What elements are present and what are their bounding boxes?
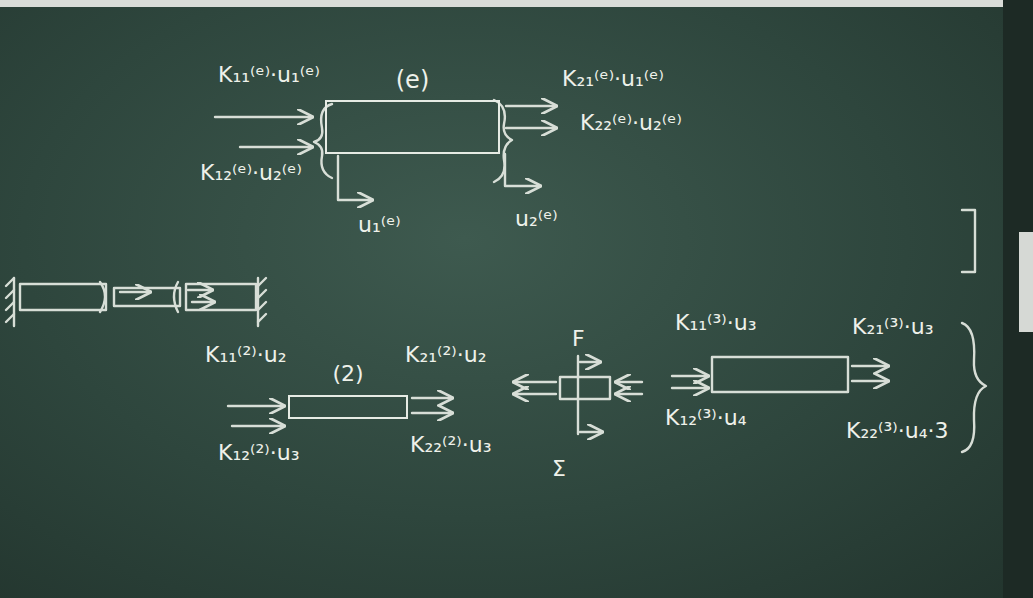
force-arrow: [228, 405, 284, 407]
force-term: K₂₂⁽³⁾·u₄·3: [846, 418, 948, 443]
bar-system-sketch: [258, 278, 266, 322]
force-arrow: [672, 387, 708, 389]
force-arrow: [616, 393, 642, 395]
bar-system-sketch: [6, 278, 266, 326]
force-term: K₂₁⁽³⁾·u₃: [852, 314, 933, 339]
force-arrow: [240, 146, 312, 148]
force-term: K₂₁⁽²⁾·u₂: [405, 342, 486, 367]
element-label: (2): [332, 361, 363, 386]
force-term: F: [572, 326, 585, 351]
element-bar: (e): [325, 100, 500, 154]
force-term: u₂⁽ᵉ⁾: [515, 206, 558, 231]
bar-system-sketch: [100, 282, 105, 312]
force-arrow: [506, 105, 556, 107]
bar-system-sketch: [20, 284, 106, 310]
node-line: [577, 356, 579, 434]
bar-system-sketch: [114, 288, 180, 306]
element-label: (e): [396, 66, 430, 94]
element-bar: [560, 377, 610, 399]
force-term: K₂₂⁽²⁾·u₃: [410, 432, 491, 457]
board-clip: [1019, 232, 1033, 332]
element-brace: [314, 100, 986, 452]
force-arrow: [232, 425, 284, 427]
bar-system-sketch: [174, 282, 178, 312]
force-arrow: [514, 381, 556, 383]
force-arrow: [672, 375, 708, 377]
bar-system-sketch: [120, 291, 150, 293]
force-arrow: [616, 381, 642, 383]
force-arrow: [514, 393, 556, 395]
force-term: K₁₂⁽²⁾·u₃: [218, 440, 299, 465]
force-term: Σ: [552, 456, 566, 481]
bracket: [962, 210, 975, 272]
bar-system-sketch: [192, 301, 214, 303]
displacement-leader: [338, 154, 540, 200]
bar-system-sketch: [188, 289, 212, 291]
force-arrow: [852, 380, 888, 382]
force-arrow: [412, 412, 452, 414]
force-arrow: [580, 431, 602, 433]
force-term: K₁₁⁽³⁾·u₃: [675, 310, 756, 335]
force-term: u₁⁽ᵉ⁾: [358, 212, 401, 237]
force-term: K₂₂⁽ᵉ⁾·u₂⁽ᵉ⁾: [580, 110, 682, 135]
force-term: K₁₂⁽ᵉ⁾·u₂⁽ᵉ⁾: [200, 160, 302, 185]
element-bar: [712, 357, 848, 392]
force-arrow: [215, 106, 888, 432]
board-top-edge: [0, 0, 1033, 7]
force-arrow: [215, 116, 312, 118]
board-frame: [1003, 0, 1033, 598]
displacement-leader: [338, 156, 372, 200]
force-arrow: [506, 127, 556, 129]
element-brace: [962, 323, 986, 452]
force-arrow: [580, 361, 600, 363]
force-term: K₂₁⁽ᵉ⁾·u₁⁽ᵉ⁾: [562, 66, 664, 91]
element-brace: [314, 104, 332, 178]
force-arrow: [852, 365, 888, 367]
element-brace: [494, 100, 512, 182]
force-arrow: [412, 397, 452, 399]
bracket: [962, 210, 975, 272]
element-bar: [560, 357, 848, 399]
force-term: K₁₁⁽²⁾·u₂: [205, 342, 286, 367]
force-term: K₁₁⁽ᵉ⁾·u₁⁽ᵉ⁾: [218, 62, 320, 87]
force-term: K₁₂⁽³⁾·u₄: [665, 405, 746, 430]
displacement-leader: [505, 154, 540, 186]
bar-system-sketch: [6, 278, 14, 322]
bar-system-sketch: [186, 284, 256, 310]
element-bar: (2): [288, 395, 408, 419]
node-line: [577, 356, 579, 434]
